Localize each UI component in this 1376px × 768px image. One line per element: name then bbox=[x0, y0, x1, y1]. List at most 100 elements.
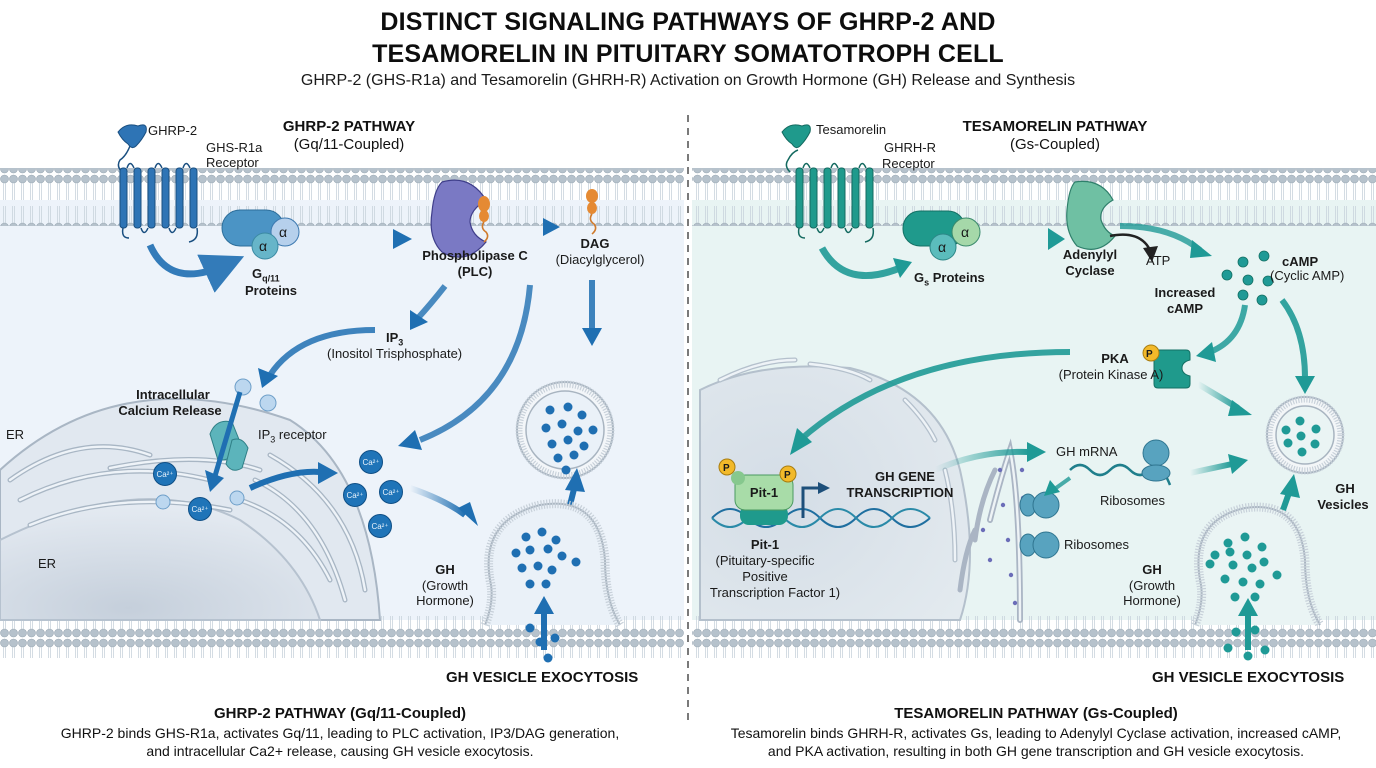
gq-subscript-text: q/11 bbox=[262, 273, 280, 284]
ghrp2-ligand-label: GHRP-2 bbox=[148, 123, 198, 138]
left-released-gh-granules bbox=[525, 623, 560, 663]
gh-granule bbox=[1230, 592, 1240, 602]
gh-granule bbox=[517, 563, 527, 573]
gh-granule bbox=[1247, 563, 1257, 573]
transcription-label: TRANSCRIPTION bbox=[846, 485, 954, 500]
gh-granule bbox=[537, 527, 547, 537]
gq-proteins-label: Proteins bbox=[245, 283, 298, 298]
dag-full-label: (Diacylglycerol) bbox=[555, 252, 645, 267]
gs-proteins-text: Proteins bbox=[932, 270, 985, 285]
er-label-top: ER bbox=[6, 427, 25, 442]
left-summary-heading: GHRP-2 PATHWAY (Gq/11-Coupled) bbox=[214, 705, 466, 722]
left-fusing-vesicle-icon bbox=[480, 499, 624, 628]
gh-granule bbox=[1225, 547, 1235, 557]
right-gh-full-label-1: (Growth bbox=[1128, 578, 1176, 593]
gh-granule bbox=[551, 535, 561, 545]
camp-to-pka-arrow bbox=[1208, 304, 1248, 355]
er-to-cytosol-calcium-arrow bbox=[248, 468, 321, 491]
pit1-complex-icon bbox=[718, 458, 797, 525]
calcium-ion: Ca²⁺ bbox=[379, 480, 403, 504]
ip3-receptor-label: IP3 receptor bbox=[258, 427, 327, 448]
pit1-box-label: Pit-1 bbox=[749, 485, 779, 500]
gh-granule bbox=[557, 419, 567, 429]
gq-protein-icon bbox=[221, 209, 300, 260]
right-summary-line2: and PKA activation, resulting in both GH… bbox=[767, 743, 1305, 759]
calcium-ion: Ca²⁺ bbox=[153, 462, 177, 486]
gs-alpha-label-2: α bbox=[938, 239, 947, 255]
camp-label: cAMP bbox=[1282, 254, 1319, 269]
gh-mrna-label: GH mRNA bbox=[1056, 444, 1118, 459]
right-fusing-vesicle-icon bbox=[1190, 502, 1324, 628]
left-fusing-vesicle-gh-granules bbox=[511, 527, 581, 589]
ghs-r1a-receptor-icon bbox=[117, 124, 199, 243]
ghrh-r-receptor-icon bbox=[781, 124, 875, 243]
left-pathway-heading: GHRP-2 PATHWAY bbox=[282, 118, 416, 135]
gh-granule bbox=[563, 402, 573, 412]
left-pathway-subheading: (Gq/11-Coupled) bbox=[293, 136, 405, 153]
gh-granule bbox=[1260, 645, 1270, 655]
pka-full-label: (Protein Kinase A) bbox=[1058, 367, 1164, 382]
gh-granule bbox=[561, 465, 571, 475]
pka-to-pit1-arrow bbox=[798, 349, 1071, 443]
right-pathway-subheading: (Gs-Coupled) bbox=[1009, 136, 1101, 153]
gh-granule bbox=[543, 544, 553, 554]
receptor-to-gq-arrow bbox=[146, 243, 245, 293]
tesamorelin-ligand-label: Tesamorelin bbox=[816, 122, 887, 137]
gh-granule bbox=[535, 637, 545, 647]
gh-granule bbox=[525, 623, 535, 633]
gh-gene-label: GH GENE bbox=[875, 469, 935, 484]
calcium-ion: Ca²⁺ bbox=[343, 483, 367, 507]
ip3-molecule bbox=[155, 494, 171, 510]
ip3-receptor-icon bbox=[205, 391, 249, 492]
transcription-to-mrna-arrow bbox=[933, 448, 1031, 473]
gh-granule bbox=[557, 551, 567, 561]
ip3r-suffix: receptor bbox=[275, 427, 327, 442]
plc-to-calcium-arrow bbox=[418, 284, 533, 443]
plc-abbrev-label: (PLC) bbox=[457, 264, 493, 279]
ghs-r1a-receptor-label: Receptor bbox=[206, 155, 259, 170]
gs-proteins-label: Gs Proteins bbox=[914, 270, 985, 291]
gs-protein-icon bbox=[902, 210, 981, 261]
gs-symbol-text: G bbox=[914, 270, 925, 285]
left-exocytosis-label: GH VESICLE EXOCYTOSIS bbox=[446, 669, 639, 686]
gh-granule bbox=[1281, 425, 1291, 435]
gh-granule bbox=[1223, 643, 1233, 653]
transcription-start-arrow bbox=[801, 486, 820, 518]
left-gh-full-label-2: Hormone) bbox=[416, 593, 474, 608]
gh-granule bbox=[553, 453, 563, 463]
pka-label: PKA bbox=[1101, 351, 1129, 366]
gh-granule bbox=[1272, 570, 1282, 580]
left-gh-full-label-1: (Growth bbox=[421, 578, 469, 593]
gh-granule bbox=[1310, 439, 1320, 449]
gh-granule bbox=[545, 405, 555, 415]
calcium-ion: Ca²⁺ bbox=[359, 450, 383, 474]
ip3r-subscript: 3 bbox=[270, 434, 276, 445]
ip3-molecule bbox=[229, 490, 245, 506]
gh-granule bbox=[1257, 542, 1267, 552]
right-vesicle-gh-granules bbox=[1281, 416, 1321, 457]
plc-to-ip3-arrow bbox=[415, 284, 448, 321]
ribosomes-label-bottom: Ribosomes bbox=[1064, 537, 1130, 552]
gh-vesicles-label-2: Vesicles bbox=[1317, 497, 1369, 512]
er-label-bottom: ER bbox=[38, 556, 57, 571]
increased-camp-label-2: cAMP bbox=[1166, 301, 1204, 316]
gh-granule bbox=[573, 426, 583, 436]
ip3-label: IP3 bbox=[386, 330, 403, 351]
gq-alpha-label-1: α bbox=[279, 224, 288, 240]
gh-granule bbox=[525, 545, 535, 555]
ip3-subscript: 3 bbox=[398, 337, 404, 348]
ip3r-prefix: IP bbox=[258, 427, 271, 442]
gh-granule bbox=[571, 557, 581, 567]
left-summary-line1: GHRP-2 binds GHS-R1a, activates Gq/11, l… bbox=[60, 725, 620, 741]
gh-granule bbox=[1242, 550, 1252, 560]
gh-granule bbox=[1259, 557, 1269, 567]
right-gh-full-label-2: Hormone) bbox=[1123, 593, 1181, 608]
ip3-to-ip3r-arrow bbox=[267, 327, 376, 377]
gh-granule bbox=[1220, 574, 1230, 584]
ip3-full-label: (Inositol Trisphosphate) bbox=[327, 346, 463, 361]
gq-protein-symbol: Gq/11 bbox=[252, 266, 280, 287]
gh-granule bbox=[525, 579, 535, 589]
pit1-phospho-label-1: P bbox=[723, 463, 730, 474]
pka-icon bbox=[1142, 344, 1191, 389]
ip3-text: IP bbox=[386, 330, 399, 345]
